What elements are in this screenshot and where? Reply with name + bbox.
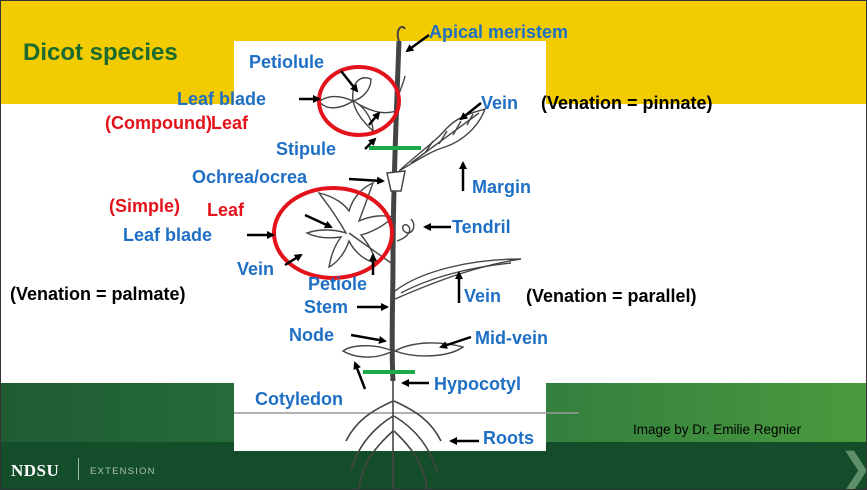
label-pinnate-vein: Vein xyxy=(481,94,518,112)
label-node: Node xyxy=(289,326,334,344)
extension-label: EXTENSION xyxy=(90,466,156,477)
arrow-simple-leaf xyxy=(305,215,331,227)
label-petiole: Petiole xyxy=(308,275,367,293)
label-ochrea: Ochrea/ocrea xyxy=(192,168,307,186)
pinnate-leaf-drawing xyxy=(399,109,485,171)
image-credit: Image by Dr. Emilie Regnier xyxy=(633,422,801,437)
label-mid-vein: Mid-vein xyxy=(475,329,548,347)
label-roots: Roots xyxy=(483,429,534,447)
label-hypocotyl: Hypocotyl xyxy=(434,375,521,393)
label-venation-parallel: (Venation = parallel) xyxy=(526,287,697,305)
next-chevron-icon[interactable]: ❯ xyxy=(839,448,867,488)
label-simple-prefix: (Simple) xyxy=(109,197,180,215)
arrow-petiolule xyxy=(341,71,357,91)
label-simple-leaf-blade: Leaf blade xyxy=(123,226,212,244)
label-venation-pinnate: (Venation = pinnate) xyxy=(541,94,713,112)
label-petiolule: Petiolule xyxy=(249,53,324,71)
label-stipule: Stipule xyxy=(276,140,336,158)
label-tendril: Tendril xyxy=(452,218,511,236)
logo-divider xyxy=(78,458,79,480)
label-parallel-vein: Vein xyxy=(464,287,501,305)
arrow-node xyxy=(351,335,385,341)
ndsu-logo: NDSU xyxy=(11,461,59,481)
apical-tip xyxy=(398,27,405,41)
label-compound-leaf-blade: Leaf blade xyxy=(177,90,266,108)
roots-drawing xyxy=(346,381,441,490)
label-compound-leaf: Leaf xyxy=(211,114,248,132)
label-apical-meristem: Apical meristem xyxy=(429,23,568,41)
ochrea-shape xyxy=(387,171,405,191)
arrow-cotyledon xyxy=(355,363,365,389)
tendril-drawing xyxy=(397,219,414,241)
label-compound-prefix: (Compound) xyxy=(105,114,212,132)
label-stem: Stem xyxy=(304,298,348,316)
label-margin: Margin xyxy=(472,178,531,196)
slide-title: Dicot species xyxy=(23,39,178,67)
arrow-apical-meristem xyxy=(407,35,429,51)
arrow-ochrea xyxy=(349,179,383,181)
label-simple-leaf: Leaf xyxy=(207,201,244,219)
label-palmate-vein: Vein xyxy=(237,260,274,278)
label-venation-palmate: (Venation = palmate) xyxy=(10,285,186,303)
label-cotyledon: Cotyledon xyxy=(255,390,343,408)
